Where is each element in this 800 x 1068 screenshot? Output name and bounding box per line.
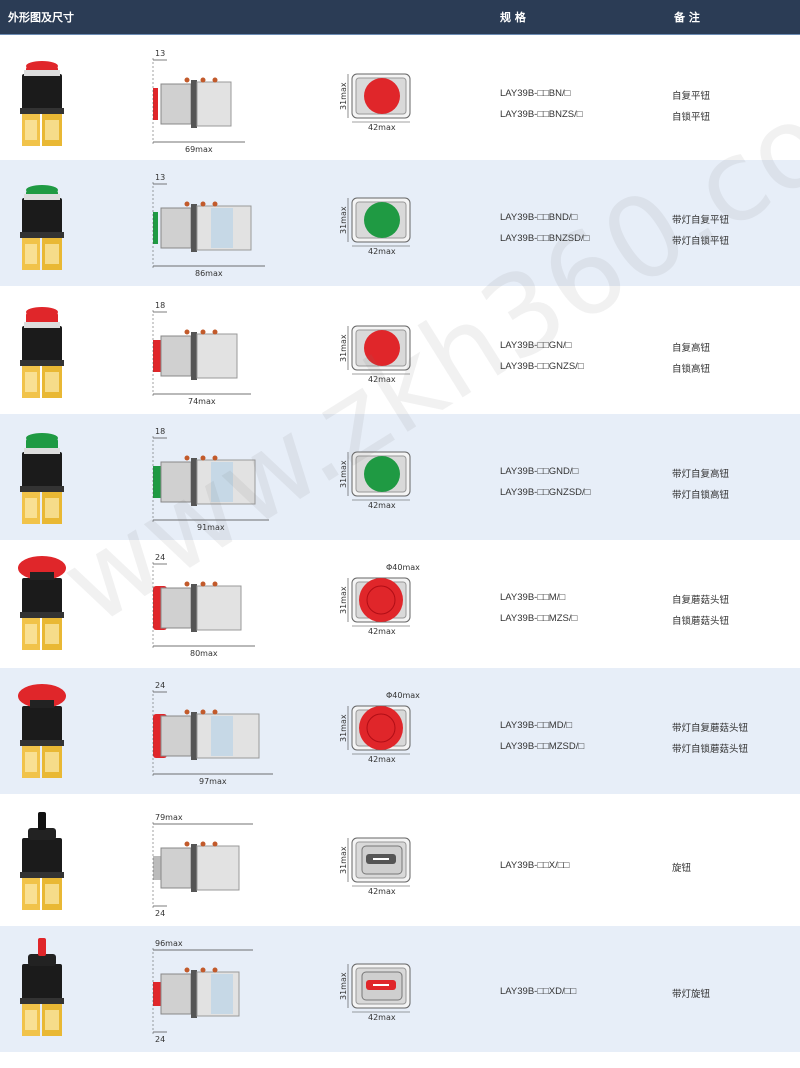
svg-text:18: 18 (155, 427, 165, 436)
note-text: 带灯自锁平钮 (672, 236, 730, 247)
svg-text:42max: 42max (368, 627, 396, 636)
svg-text:18: 18 (155, 301, 165, 310)
table-row: 24 97max Φ40max 31max 42max LAY39B-□□MD/□ LAY3… (0, 668, 800, 794)
spec-code: LAY39B-□□BND/□ (500, 212, 578, 223)
svg-text:31max: 31max (339, 714, 348, 742)
front-dimension-drawing: 31max 42max (326, 170, 436, 278)
note-text: 旋钮 (672, 863, 692, 874)
spec-code: LAY39B-□□GN/□ (500, 340, 572, 351)
note-text: 自复蘑菇头钮 (672, 595, 730, 606)
front-dimension-drawing: 31max 42max (326, 298, 436, 406)
product-photo (14, 676, 70, 786)
product-photo (14, 934, 70, 1044)
front-dimension-drawing: 31max 42max (326, 810, 436, 918)
svg-text:31max: 31max (339, 206, 348, 234)
svg-text:42max: 42max (368, 123, 396, 132)
svg-text:97max: 97max (199, 777, 227, 786)
spec-code: LAY39B-□□MD/□ (500, 720, 572, 731)
svg-text:13: 13 (155, 49, 165, 58)
table-row: 13 86max 31max 42max LAY39B-□□BND/□ LAY39B-□□… (0, 160, 800, 286)
svg-text:24: 24 (155, 909, 165, 918)
spec-code: LAY39B-□□BN/□ (500, 88, 571, 99)
header-spec: 规 格 (500, 11, 526, 24)
svg-text:42max: 42max (368, 501, 396, 510)
svg-text:91max: 91max (197, 523, 225, 532)
svg-text:13: 13 (155, 173, 165, 182)
product-photo (14, 44, 70, 154)
note-text: 自复平钮 (672, 91, 711, 102)
front-dimension-drawing: Φ40max 31max 42max (326, 550, 436, 658)
note-text: 自锁蘑菇头钮 (672, 616, 730, 627)
spec-code: LAY39B-□□M/□ (500, 592, 566, 603)
side-dimension-drawing: 13 69max (135, 44, 275, 154)
spec-code: LAY39B-□□X/□□ (500, 860, 570, 871)
table-row: 79max 24 31max 42max LAY39B-□□X/□□ 旋钮 (0, 800, 800, 926)
product-photo (14, 548, 70, 658)
side-dimension-drawing: 18 91max (135, 422, 275, 532)
svg-text:74max: 74max (188, 397, 216, 406)
svg-text:42max: 42max (368, 375, 396, 384)
note-text: 带灯自锁高钮 (672, 490, 730, 501)
product-photo (14, 296, 70, 406)
spec-code: LAY39B-□□MZSD/□ (500, 741, 585, 752)
svg-text:31max: 31max (339, 334, 348, 362)
product-photo (14, 422, 70, 532)
header-shape-dims: 外形图及尺寸 (8, 11, 74, 24)
side-dimension-drawing: 24 80max (135, 548, 275, 658)
svg-text:31max: 31max (339, 972, 348, 1000)
spec-code: LAY39B-□□BNZSD/□ (500, 233, 590, 244)
spec-code: LAY39B-□□MZS/□ (500, 613, 578, 624)
side-dimension-drawing: 96max 24 (135, 934, 275, 1044)
side-dimension-drawing: 79max 24 (135, 808, 275, 918)
note-text: 带灯自复平钮 (672, 215, 730, 226)
table-row: 18 74max 31max 42max LAY39B-□□GN/□ LAY39B-□□G… (0, 288, 800, 414)
svg-text:42max: 42max (368, 755, 396, 764)
note-text: 带灯自复高钮 (672, 469, 730, 480)
svg-text:42max: 42max (368, 247, 396, 256)
spec-code: LAY39B-□□XD/□□ (500, 986, 577, 997)
spec-code: LAY39B-□□GNZSD/□ (500, 487, 591, 498)
svg-text:80max: 80max (190, 649, 218, 658)
svg-text:86max: 86max (195, 269, 223, 278)
note-text: 带灯旋钮 (672, 989, 711, 1000)
table-row: 13 69max 31max 42max LAY39B-□□BN/□ LAY39B-□□B… (0, 36, 800, 162)
front-dimension-drawing: 31max 42max (326, 424, 436, 532)
svg-text:42max: 42max (368, 1013, 396, 1022)
table-header: 外形图及尺寸 规 格 备 注 (0, 0, 800, 35)
spec-code: LAY39B-□□GND/□ (500, 466, 579, 477)
side-dimension-drawing: 18 74max (135, 296, 275, 406)
product-photo (14, 168, 70, 278)
svg-text:24: 24 (155, 1035, 165, 1044)
svg-text:31max: 31max (339, 82, 348, 110)
header-notes: 备 注 (674, 11, 700, 24)
note-text: 带灯自锁蘑菇头钮 (672, 744, 749, 755)
front-dimension-drawing: 31max 42max (326, 46, 436, 154)
svg-text:79max: 79max (155, 813, 183, 822)
svg-text:24: 24 (155, 681, 165, 690)
spec-code: LAY39B-□□GNZS/□ (500, 361, 584, 372)
svg-text:24: 24 (155, 553, 165, 562)
note-text: 自锁高钮 (672, 364, 711, 375)
svg-text:42max: 42max (368, 887, 396, 896)
svg-text:31max: 31max (339, 460, 348, 488)
front-dimension-drawing: 31max 42max (326, 936, 436, 1044)
svg-text:Φ40max: Φ40max (386, 563, 420, 572)
spec-code: LAY39B-□□BNZS/□ (500, 109, 583, 120)
table-row: 18 91max 31max 42max LAY39B-□□GND/□ LAY39B-□□… (0, 414, 800, 540)
svg-text:96max: 96max (155, 939, 183, 948)
note-text: 自复高钮 (672, 343, 711, 354)
note-text: 自锁平钮 (672, 112, 711, 123)
table-row: 24 80max Φ40max 31max 42max LAY39B-□□M/□ LAY39… (0, 540, 800, 666)
table-row: 96max 24 31max 42max LAY39B-□□XD/□□ 带灯旋钮 (0, 926, 800, 1052)
product-photo (14, 808, 70, 918)
svg-text:Φ40max: Φ40max (386, 691, 420, 700)
note-text: 带灯自复蘑菇头钮 (672, 723, 749, 734)
svg-text:31max: 31max (339, 846, 348, 874)
svg-text:31max: 31max (339, 586, 348, 614)
front-dimension-drawing: Φ40max 31max 42max (326, 678, 436, 786)
side-dimension-drawing: 24 97max (135, 676, 275, 786)
side-dimension-drawing: 13 86max (135, 168, 275, 278)
svg-text:69max: 69max (185, 145, 213, 154)
